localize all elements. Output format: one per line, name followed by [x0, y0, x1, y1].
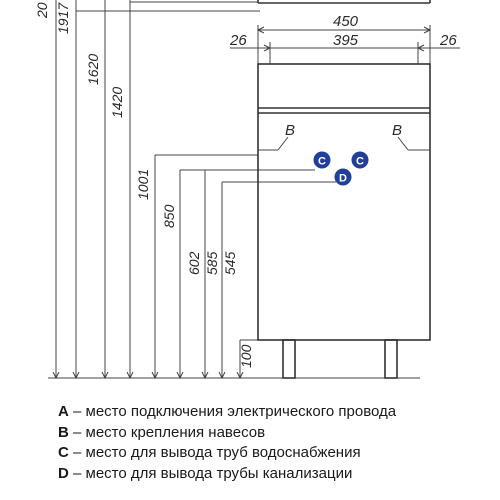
vertical-dimension-lines: [48, 0, 420, 380]
dim-1420: 1420: [109, 87, 125, 118]
marker-c-right: C: [351, 151, 369, 169]
dim-585: 585: [204, 251, 220, 275]
marker-c-left-label: C: [318, 156, 326, 168]
legend-item-d: D – место для вывода трубы канализации: [58, 464, 498, 485]
legend-key-c: C: [58, 444, 69, 461]
legend-text-b: – место крепления навесов: [68, 423, 266, 441]
legend-key-b: B: [58, 423, 69, 441]
dim-width-inner: 395: [333, 32, 359, 49]
legend-key-d: D: [58, 464, 69, 482]
marker-d-label: D: [339, 173, 347, 185]
marker-b-right: B: [392, 122, 402, 139]
legend-text-c: – место для вывода труб водоснабжения: [68, 444, 361, 461]
dim-850: 850: [161, 204, 177, 228]
marker-b-left: B: [285, 122, 295, 139]
dim-total-height: 20: [34, 2, 50, 19]
hinge-leaders: [258, 136, 430, 151]
marker-c-right-label: C: [356, 156, 364, 168]
horizontal-dimension-lines: [230, 25, 460, 64]
legend: A – место подключения электрического про…: [58, 402, 498, 484]
legend-key-a: A: [58, 403, 69, 420]
legend-text-a: – место подключения электрического прово…: [68, 403, 397, 420]
legend-item-b: B – место крепления навесов: [58, 423, 498, 444]
dim-margin-right: 26: [439, 32, 457, 49]
dim-1001: 1001: [135, 169, 151, 200]
dim-margin-left: 26: [229, 32, 247, 49]
marker-d: D: [334, 168, 352, 186]
dim-545: 545: [222, 251, 238, 275]
upper-cabinet-fragment: [257, 0, 431, 4]
dim-1620: 1620: [85, 54, 101, 85]
dim-100: 100: [238, 344, 254, 368]
dim-width-total: 450: [333, 13, 359, 30]
dim-602: 602: [186, 251, 202, 275]
marker-c-left: C: [313, 151, 331, 169]
legend-text-d: – место для вывода трубы канализации: [68, 464, 353, 482]
legend-item-a: A – место подключения электрического про…: [58, 402, 498, 423]
cabinet-body: [257, 63, 431, 379]
dim-1917: 1917: [55, 2, 71, 34]
legend-item-c: C – место для вывода труб водоснабжения: [58, 443, 498, 464]
